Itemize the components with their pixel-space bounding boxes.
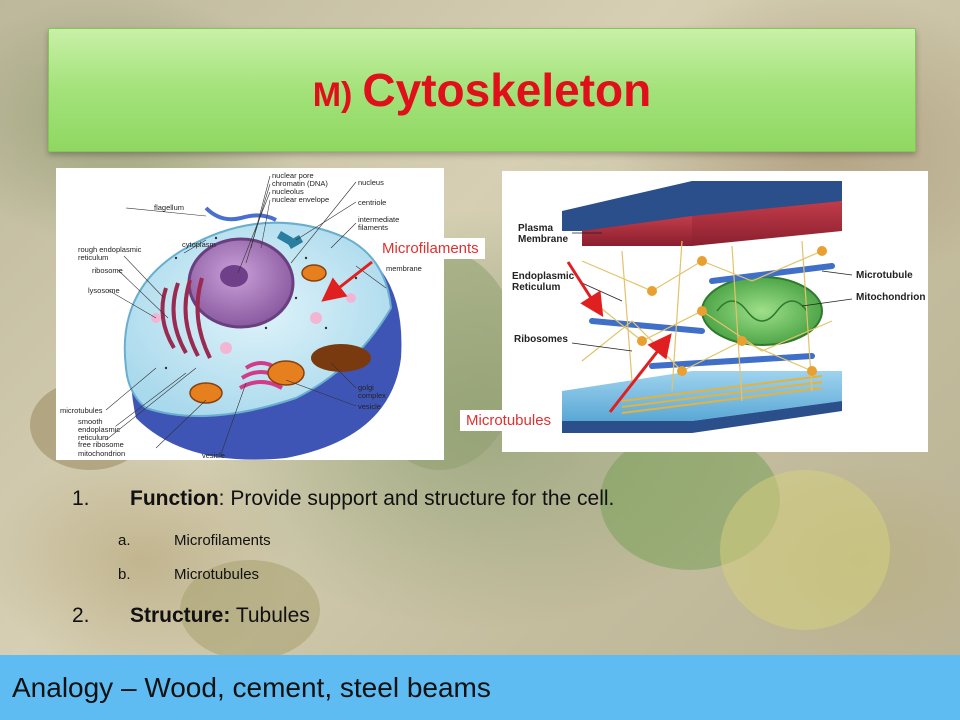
callout-microtubules: Microtubules: [460, 410, 558, 431]
label-rough-er: rough endoplasmic reticulum: [78, 245, 142, 262]
label-free-ribosome: free ribosome: [78, 440, 124, 449]
slide-title: M)Cytoskeleton: [312, 64, 652, 116]
analogy-banner: Analogy – Wood, cement, steel beams: [0, 655, 960, 720]
label-vesicle-bottom: vesicle: [202, 451, 225, 460]
callout-microfilaments: Microfilaments: [376, 238, 485, 259]
label-chromatin: chromatin (DNA): [272, 179, 328, 188]
label-microtubule: Microtubule: [856, 270, 913, 281]
label-endoplasmic-reticulum: Endoplasmic Reticulum: [512, 271, 575, 293]
label-nuclear-envelope: nuclear envelope: [272, 195, 330, 204]
label-ribosomes: Ribosomes: [514, 334, 568, 345]
label-centriole: centriole: [358, 198, 387, 207]
cytoskeleton-illustration: [562, 181, 853, 433]
label-mitochondrion: mitochondrion: [78, 449, 126, 458]
label-lysosome: lysosome: [88, 286, 120, 295]
label-nucleus: nucleus: [358, 178, 384, 187]
label-flagellum: flagellum: [154, 203, 185, 212]
label-plasma-membrane: Plasma Membrane: [518, 223, 569, 245]
label-cytoplasm: cytoplasm: [182, 240, 216, 249]
animal-cell-diagram: nuclear pore chromatin (DNA) nucleolus n…: [56, 168, 444, 460]
label-membrane: membrane: [386, 264, 422, 273]
label-nuclear-pore: nuclear pore: [272, 171, 314, 180]
animal-cell-illustration: [105, 175, 402, 460]
label-intermediate-filaments: intermediate filaments: [358, 215, 400, 232]
analogy-text: Analogy – Wood, cement, steel beams: [12, 671, 491, 703]
label-ribosome: ribosome: [92, 266, 123, 275]
title-banner: M)Cytoskeleton: [48, 28, 916, 152]
label-mitochondrion-right: Mitochondrion: [856, 292, 926, 303]
cytoskeleton-diagram: Plasma Membrane Endoplasmic Reticulum Ri…: [502, 171, 928, 452]
label-golgi-complex: golgi complex: [358, 383, 386, 400]
label-nucleolus: nucleolus: [272, 187, 304, 196]
label-smooth-er: smooth endoplasmic reticulum: [78, 417, 121, 442]
label-microtubules: microtubules: [60, 406, 103, 415]
label-vesicle-right: vesicle: [358, 402, 381, 411]
